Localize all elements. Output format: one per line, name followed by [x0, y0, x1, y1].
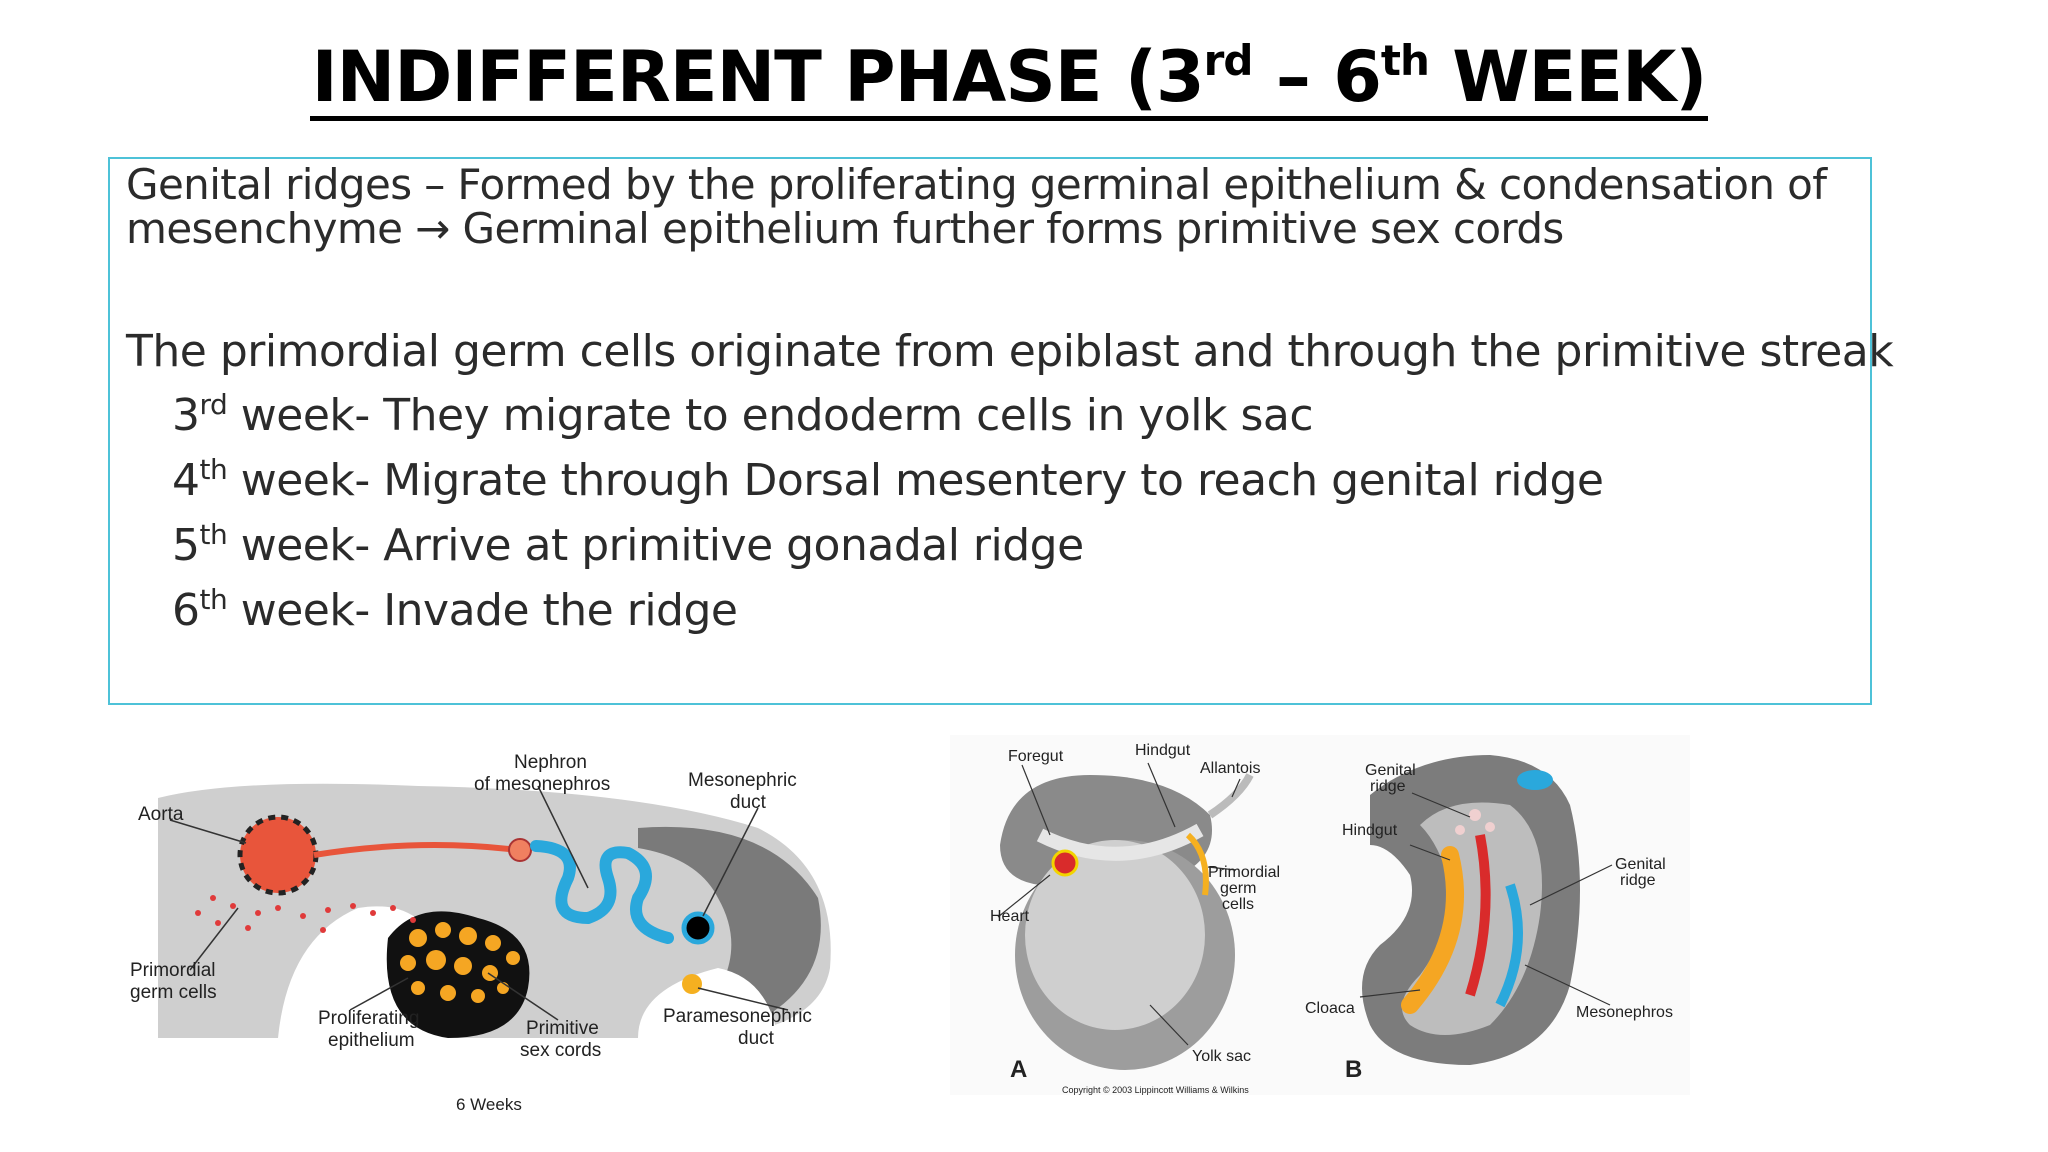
week-text: week- They migrate to endoderm cells in …	[227, 390, 1314, 441]
gonad-cross-section-diagram: Aorta Nephron of mesonephros Mesonephric…	[130, 752, 831, 1114]
figure-embryo-migration: Foregut Hindgut Allantois Primordial ger…	[950, 735, 1690, 1095]
title-part-end: WEEK)	[1428, 36, 1707, 118]
week-sup: rd	[199, 388, 228, 421]
genital-ridges-line-1: Genital ridges – Formed by the prolifera…	[126, 160, 1827, 209]
week-sup: th	[199, 518, 228, 551]
genital-ridges-line-2: mesenchyme → Germinal epithelium further…	[126, 204, 1564, 253]
allantois-shape	[1207, 773, 1254, 819]
mesonephric-duct	[681, 911, 715, 945]
week-item-4: 4th week- Migrate through Dorsal mesente…	[172, 453, 1604, 506]
label-genital-ridge-2: ridge	[1370, 778, 1406, 795]
label-proliferating-2: epithelium	[328, 1030, 415, 1051]
label-primitive-1: Primitive	[526, 1018, 599, 1039]
germ-cell-cluster	[1455, 825, 1465, 835]
heart-shape	[1051, 849, 1079, 877]
slide-title-text: INDIFFERENT PHASE (3rd – 6th WEEK)	[309, 39, 1709, 121]
label-yolk-sac: Yolk sac	[1192, 1048, 1251, 1065]
label-mesonephric-1: Mesonephric	[688, 770, 797, 791]
label-mesonephric-2: duct	[730, 792, 767, 813]
label-primordial-2: germ	[1220, 880, 1256, 897]
label-paramesonephric-2: duct	[738, 1028, 775, 1049]
panel-b-labels: Genital ridge Hindgut Genital ridge Cloa…	[1305, 762, 1673, 1083]
primordial-germ-cell-dots	[195, 895, 416, 933]
primordial-germ-cells-stream	[1185, 832, 1209, 896]
label-genital-ridge-right-2: ridge	[1620, 872, 1656, 889]
neural-tube-blue	[1517, 770, 1553, 790]
paramesonephric-duct	[682, 974, 702, 994]
title-sup-rd: rd	[1203, 36, 1254, 85]
title-part-mid: – 6	[1252, 36, 1382, 118]
gut-tube	[1036, 823, 1204, 861]
mesonephric-region-shape	[638, 826, 821, 1038]
germ-cell-cluster	[1469, 809, 1481, 821]
week-item-3: 3rd week- They migrate to endoderm cells…	[172, 388, 1314, 441]
label-primordial-2: germ cells	[130, 982, 217, 1003]
label-proliferating-1: Proliferating	[318, 1008, 419, 1029]
week-item-6: 6th week- Invade the ridge	[172, 583, 738, 636]
aorta-branch	[313, 842, 519, 858]
title-part-main: INDIFFERENT PHASE (3	[311, 36, 1205, 118]
leader-lines	[169, 785, 789, 1021]
week-text: week- Invade the ridge	[227, 585, 738, 636]
slide-title: INDIFFERENT PHASE (3rd – 6th WEEK)	[0, 36, 2048, 121]
label-primordial-1: Primordial	[130, 960, 216, 981]
week-text: week- Arrive at primitive gonadal ridge	[227, 520, 1084, 571]
label-allantois: Allantois	[1200, 760, 1260, 777]
label-copyright: Copyright © 2003 Lippincott Williams & W…	[1062, 1085, 1249, 1095]
label-caption-6-weeks: 6 Weeks	[456, 1095, 522, 1114]
week-sup: th	[199, 453, 228, 486]
panel-b-section: Genital ridge Hindgut Genital ridge Cloa…	[1305, 755, 1673, 1083]
panel-b-leader-lines	[1359, 792, 1613, 1006]
coelom-right-shape	[638, 968, 778, 1038]
genital-ridges-paragraph: Genital ridges – Formed by the prolifera…	[126, 160, 1827, 253]
label-primitive-2: sex cords	[520, 1040, 601, 1061]
figure-gonad-cross-section: Aorta Nephron of mesonephros Mesonephric…	[118, 738, 878, 1118]
panel-a-leader-lines	[997, 762, 1241, 1046]
hindgut-orange	[1401, 846, 1464, 1014]
yolk-sac-highlight	[1025, 840, 1205, 1030]
aorta-red	[1465, 834, 1491, 997]
label-primordial-1: Primordial	[1208, 864, 1280, 881]
label-mesonephros: Mesonephros	[1576, 1004, 1673, 1021]
label-foregut: Foregut	[1008, 748, 1064, 765]
label-paramesonephric-1: Paramesonephric	[663, 1006, 812, 1027]
label-cloaca: Cloaca	[1305, 1000, 1355, 1017]
label-panel-a: A	[1010, 1056, 1027, 1083]
label-nephron-1: Nephron	[514, 752, 587, 773]
label-hindgut-b: Hindgut	[1342, 822, 1398, 839]
label-aorta: Aorta	[138, 804, 184, 825]
nephron-tubule	[530, 840, 674, 944]
primordial-germ-paragraph: The primordial germ cells originate from…	[126, 326, 1894, 377]
embryo-migration-diagram: Foregut Hindgut Allantois Primordial ger…	[990, 742, 1673, 1095]
germ-cell-cluster	[1485, 822, 1495, 832]
week-num: 5	[172, 520, 200, 571]
week-num: 3	[172, 390, 200, 441]
label-genital-ridge-1: Genital	[1365, 762, 1416, 779]
content-textbox: Genital ridges – Formed by the prolifera…	[108, 157, 1894, 705]
label-panel-b: B	[1345, 1056, 1362, 1083]
label-hindgut-a: Hindgut	[1135, 742, 1191, 759]
label-heart: Heart	[990, 908, 1030, 925]
week-sup: th	[199, 583, 228, 616]
panel-a-labels: Foregut Hindgut Allantois Primordial ger…	[990, 742, 1280, 1095]
label-genital-ridge-right-1: Genital	[1615, 856, 1666, 873]
week-num: 4	[172, 455, 200, 506]
figure-left-labels: Aorta Nephron of mesonephros Mesonephric…	[130, 752, 812, 1114]
title-sup-th: th	[1380, 36, 1430, 85]
glomerulus	[508, 838, 532, 862]
label-primordial-3: cells	[1222, 896, 1254, 913]
mesonephros-blue	[1495, 883, 1523, 1008]
primitive-sex-cords	[400, 922, 520, 1003]
week-item-5: 5th week- Arrive at primitive gonadal ri…	[172, 521, 1084, 571]
week-text: week- Migrate through Dorsal mesentery t…	[227, 455, 1604, 506]
label-nephron-2: of mesonephros	[474, 774, 610, 795]
panel-a-embryo: Foregut Hindgut Allantois Primordial ger…	[990, 742, 1280, 1095]
aorta-vessel	[237, 814, 319, 896]
week-num: 6	[172, 585, 200, 636]
